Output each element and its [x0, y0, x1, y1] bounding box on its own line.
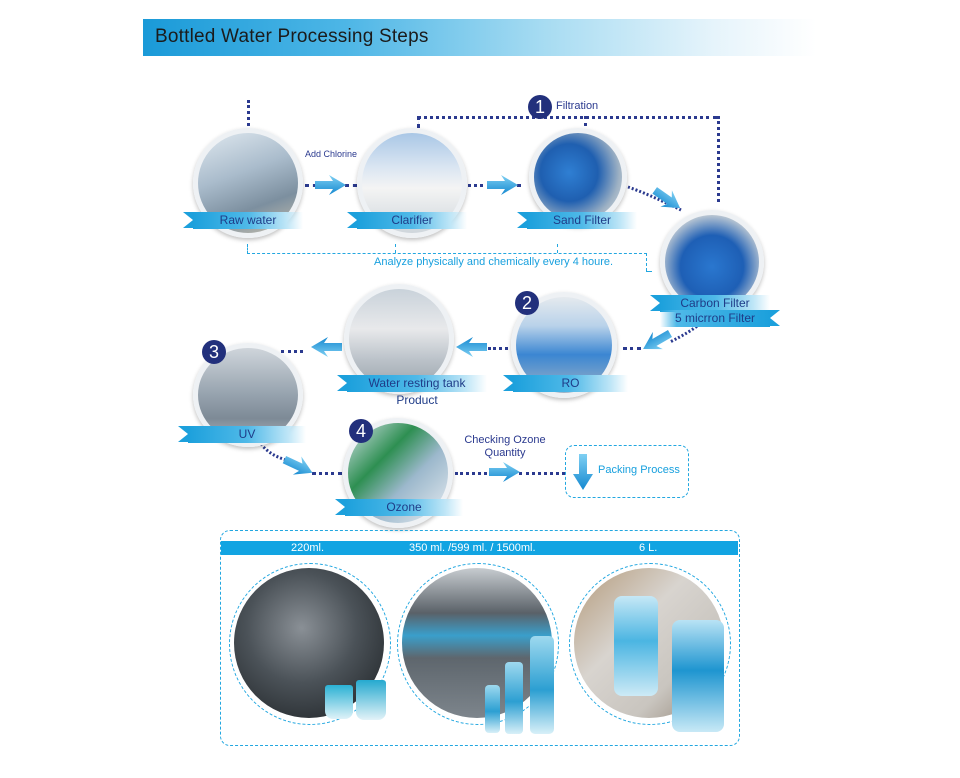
connector [463, 184, 483, 187]
arrow-right-icon [315, 175, 346, 195]
arrow-right-icon [282, 456, 313, 475]
step-badge-ozone: 4 [349, 419, 373, 443]
connector [281, 350, 303, 353]
bottle-filling-line-photo [402, 568, 552, 718]
size-label-cup: 220ml. [291, 542, 325, 554]
cup-product [356, 680, 386, 720]
cup-product [325, 685, 353, 719]
analyze-bracket [557, 244, 558, 253]
gallon-product [672, 620, 724, 732]
bottle-product-1500 [530, 636, 554, 734]
filtration-loop-left [417, 116, 420, 128]
step-badge-ro: 2 [515, 291, 539, 315]
filtration-loop-mid [584, 116, 587, 126]
filtration-loop-right [717, 116, 720, 202]
step-label-micron-filter: 5 micrron Filter [660, 310, 780, 327]
arrow-left-icon [643, 330, 672, 350]
page-title: Bottled Water Processing Steps [155, 26, 429, 47]
step-label-raw-water: Raw water [183, 212, 303, 229]
bottle-product-599 [505, 662, 523, 734]
gallon-photo-frame [569, 563, 731, 725]
step-label-ozone: Ozone [335, 499, 463, 516]
packing-section [220, 530, 740, 746]
arrow-right-icon [489, 462, 520, 482]
connector [519, 472, 565, 475]
analyze-bracket [247, 244, 248, 254]
inlet-connector [247, 100, 250, 126]
filtration-loop-top [417, 116, 717, 119]
filtration-label: Filtration [556, 100, 599, 112]
connector [455, 472, 487, 475]
step-label-carbon-filter: Carbon Filter [650, 295, 770, 312]
analyze-bracket [646, 253, 647, 271]
step-label-clarifier: Clarifier [347, 212, 467, 229]
title-bar: Bottled Water Processing Steps [143, 19, 816, 56]
step-label-sand-filter: Sand Filter [517, 212, 637, 229]
analyze-bracket [395, 244, 396, 253]
step-badge-filtration: 1 [528, 95, 552, 119]
arrow-left-icon [456, 337, 487, 357]
packing-process-box[interactable]: Packing Process [565, 445, 689, 498]
bottle-photo-frame [397, 563, 559, 725]
cup-photo-frame [229, 563, 391, 725]
bottle-product-350 [485, 685, 500, 733]
arrow-right-icon [487, 175, 518, 195]
checking-ozone-note: Checking Ozone Quantity [455, 434, 555, 460]
size-label-bottles: 350 ml. /599 ml. / 1500ml. [409, 542, 536, 554]
gallon-product [614, 596, 658, 696]
checking-ozone-line2: Quantity [484, 447, 526, 459]
add-chlorine-note: Add Chlorine [305, 149, 358, 159]
size-label-gallon: 6 L. [639, 542, 658, 554]
analyze-bracket [646, 271, 652, 272]
step-badge-uv: 3 [202, 340, 226, 364]
step-label-resting-tank: Water resting tank Product [337, 375, 487, 407]
connector [488, 347, 508, 350]
connector [305, 184, 317, 187]
analyze-note: Analyze physically and chemically every … [374, 256, 614, 268]
arrow-left-icon [311, 337, 342, 357]
connector [623, 347, 641, 350]
analyze-bracket [247, 253, 647, 254]
checking-ozone-line1: Checking Ozone [464, 434, 546, 446]
step-label-uv: UV [178, 426, 306, 443]
size-bar: 220ml. 350 ml. /599 ml. / 1500ml. 6 L. [221, 541, 738, 555]
step-label-ro: RO [503, 375, 628, 392]
connector [312, 472, 342, 475]
arrow-right-icon [652, 187, 681, 209]
packing-process-label: Packing Process [598, 464, 680, 476]
connector [345, 184, 357, 187]
arrow-down-icon [573, 454, 593, 490]
